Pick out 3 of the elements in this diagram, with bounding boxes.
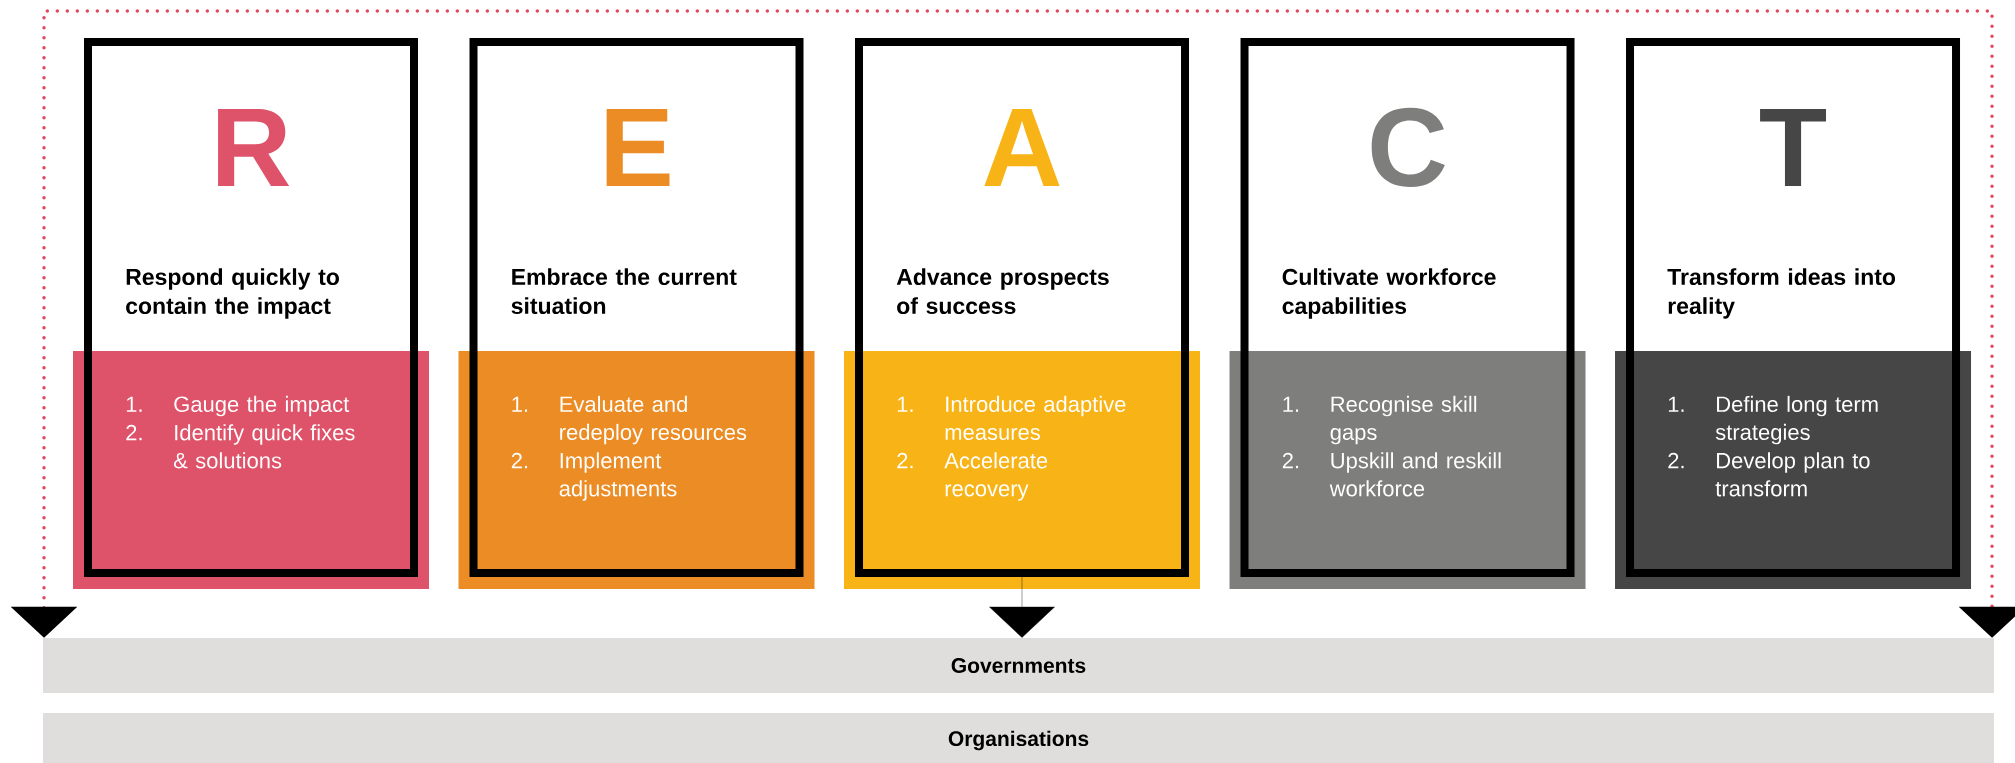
band: Organisations bbox=[43, 713, 1994, 763]
arrow bbox=[989, 576, 1055, 638]
band: Governments bbox=[43, 638, 1994, 693]
